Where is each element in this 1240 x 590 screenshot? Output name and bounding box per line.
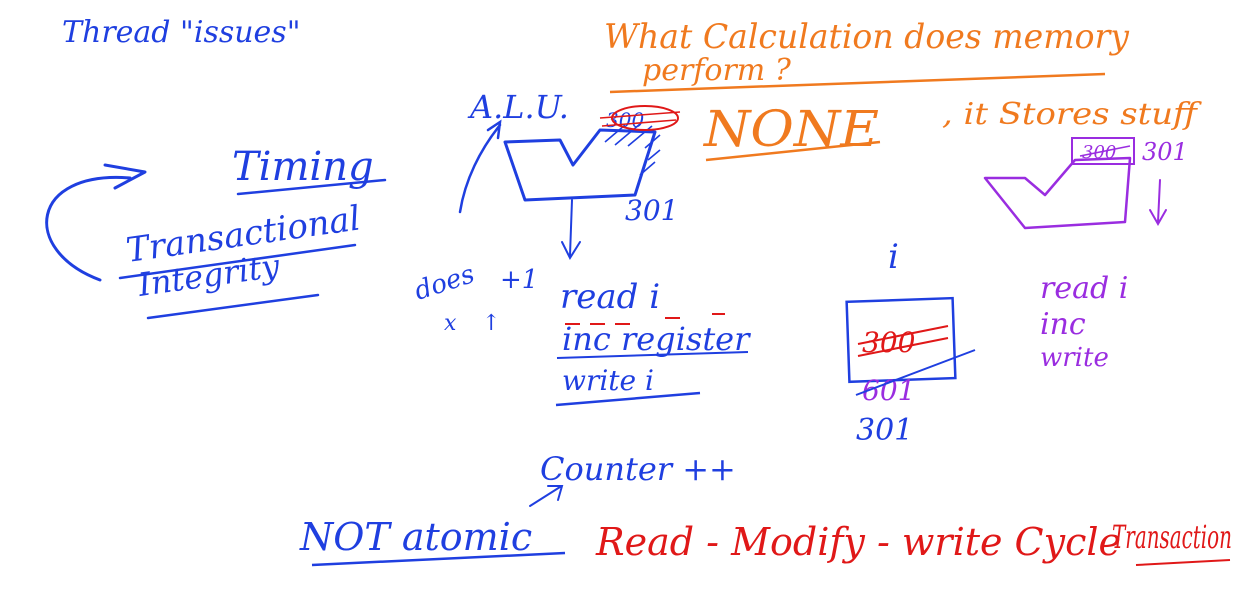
not-atomic-label: NOT atomic xyxy=(299,515,532,559)
memory-box-new-value: 301 xyxy=(1142,138,1188,166)
arrow-up-mark: ↑ xyxy=(482,311,500,336)
transaction-label: Transaction xyxy=(1112,518,1232,556)
none-underline xyxy=(705,140,881,162)
memory-down-arrow-icon xyxy=(1149,179,1167,227)
integrity-underline xyxy=(146,293,320,320)
alu-shape-icon xyxy=(503,128,657,202)
read-i-red-dashes xyxy=(565,313,725,325)
i-label: i xyxy=(888,237,899,277)
purple-read-i: read i xyxy=(1040,271,1128,306)
memory-box-strike xyxy=(1079,145,1131,157)
memory-new-value: 301 xyxy=(856,413,913,448)
not-atomic-underline xyxy=(311,551,566,567)
memory-mid-strike xyxy=(855,349,976,396)
memory-old-strike xyxy=(857,325,949,357)
stores-stuff-label: , it Stores stuff xyxy=(942,97,1202,132)
transaction-underline xyxy=(1135,559,1231,566)
write-i-step: write i xyxy=(562,364,654,397)
memory-unit-shape-icon xyxy=(983,156,1132,230)
alu-input-circle xyxy=(611,105,679,131)
alu-hatching xyxy=(604,123,661,176)
title-thread-issues: Thread "issues" xyxy=(62,15,301,50)
alu-input-strike xyxy=(599,111,681,127)
memory-cell-box xyxy=(845,296,957,384)
loop-arrowhead-icon xyxy=(103,163,147,190)
read-i-step: read i xyxy=(560,277,660,317)
memory-mid-value: 601 xyxy=(862,374,915,407)
memory-box xyxy=(1071,137,1135,165)
transactional-underline xyxy=(118,243,357,280)
alu-pointer-arrow-icon xyxy=(458,119,502,214)
alu-down-arrow-icon xyxy=(561,199,581,261)
alu-output-value: 301 xyxy=(625,194,678,227)
write-underline xyxy=(555,391,701,407)
question-line-2: perform ? xyxy=(642,53,792,88)
does-label: does xyxy=(411,259,478,306)
question-underline xyxy=(609,72,1106,94)
timing-underline xyxy=(236,178,387,196)
question-line-1: What Calculation does memory xyxy=(604,17,1130,57)
none-answer: NONE xyxy=(703,100,879,158)
alu-label: A.L.U. xyxy=(467,88,569,126)
purple-inc: inc xyxy=(1040,307,1086,342)
counter-label: Counter ++ xyxy=(540,450,736,488)
purple-write: write xyxy=(1040,343,1109,373)
inc-underline xyxy=(556,351,749,359)
loop-arrow-icon xyxy=(45,175,132,282)
rmw-cycle-label: Read - Modify - write Cycle xyxy=(595,520,1121,564)
x-mark: x xyxy=(444,311,457,336)
plus-one-label: +1 xyxy=(500,265,538,295)
counter-arrow-icon xyxy=(529,485,564,507)
inc-register-step: inc register xyxy=(562,320,751,358)
